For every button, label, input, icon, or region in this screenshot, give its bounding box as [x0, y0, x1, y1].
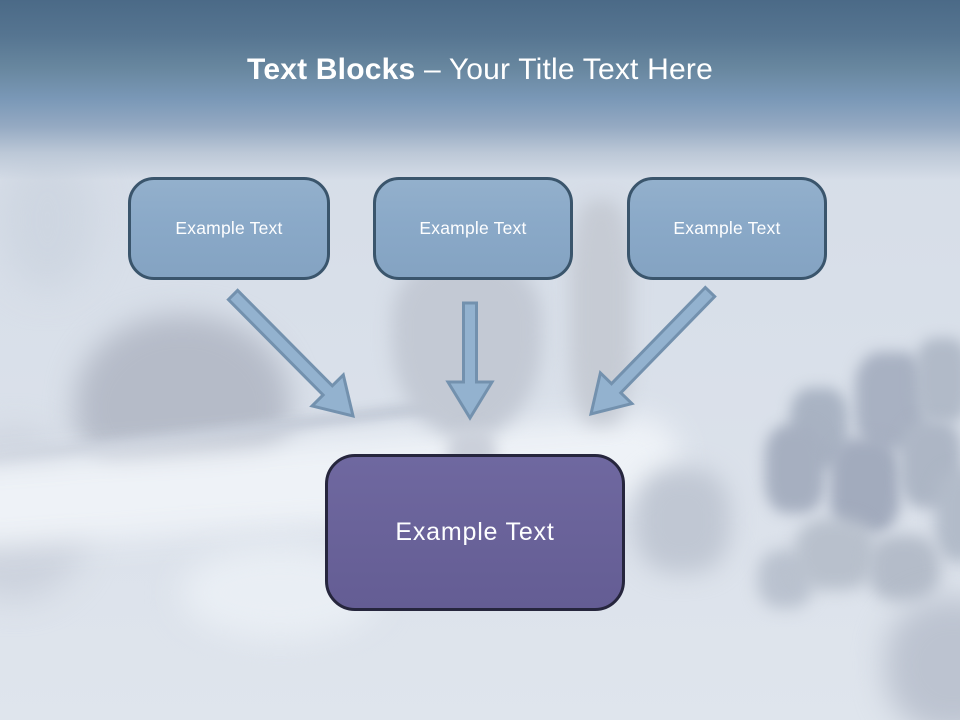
text-block-2: Example Text	[373, 177, 573, 280]
text-block-3: Example Text	[627, 177, 827, 280]
connector-arrow-middle	[445, 301, 495, 421]
photo-blob	[765, 425, 825, 513]
title-emphasis: Text Blocks	[247, 53, 416, 86]
photo-blob	[635, 468, 730, 573]
center-text-block-label: Example Text	[395, 518, 555, 546]
connector-arrow-left	[226, 288, 356, 419]
text-block-2-label: Example Text	[419, 218, 527, 238]
slide-title: Text Blocks – Your Title Text Here	[0, 52, 960, 88]
title-subtitle: – Your Title Text Here	[423, 53, 713, 86]
photo-blob	[915, 338, 960, 423]
photo-blob	[868, 535, 940, 601]
connector-arrow-right	[588, 285, 717, 417]
text-block-1-label: Example Text	[175, 218, 283, 238]
photo-blob	[795, 518, 875, 590]
header-gradient-band	[0, 0, 960, 180]
text-block-1: Example Text	[128, 177, 330, 280]
photo-blob	[830, 438, 900, 533]
text-block-3-label: Example Text	[673, 218, 781, 238]
center-text-block: Example Text	[325, 454, 625, 611]
photo-blob	[935, 470, 960, 562]
